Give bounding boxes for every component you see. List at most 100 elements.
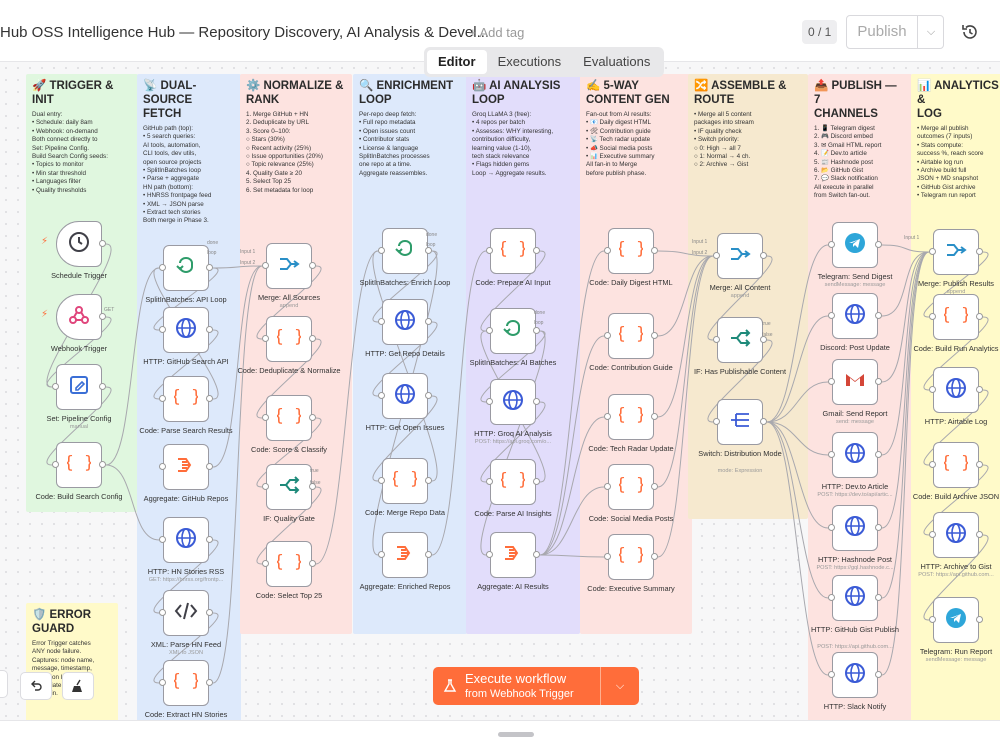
input-port[interactable] <box>828 594 835 601</box>
connection-line[interactable] <box>539 416 605 556</box>
panel-resize-handle[interactable] <box>498 732 534 737</box>
workflow-node[interactable] <box>382 299 428 345</box>
output-port[interactable] <box>309 483 316 490</box>
workflow-node[interactable] <box>382 228 428 274</box>
input-port[interactable] <box>262 560 269 567</box>
chevron-down-icon[interactable]: ⌵ <box>926 26 936 38</box>
connection-line[interactable] <box>212 265 263 468</box>
output-port[interactable] <box>206 536 213 543</box>
input-port[interactable] <box>486 327 493 334</box>
workflow-node[interactable]: { } <box>608 313 654 359</box>
workflow-node[interactable]: { } <box>490 459 536 505</box>
connection-line[interactable] <box>256 417 322 488</box>
connection-line[interactable] <box>480 330 546 556</box>
chevron-down-icon[interactable]: ⌵ <box>615 680 625 692</box>
output-port[interactable] <box>309 560 316 567</box>
output-port[interactable] <box>651 483 658 490</box>
connection-line[interactable] <box>539 335 605 556</box>
workflow-node[interactable] <box>717 233 763 279</box>
connection-line[interactable] <box>539 486 605 556</box>
output-port[interactable] <box>425 392 432 399</box>
workflow-node[interactable] <box>163 245 209 291</box>
connection-line[interactable] <box>256 338 322 419</box>
workflow-node[interactable] <box>382 532 428 578</box>
workflow-node[interactable] <box>832 293 878 339</box>
output-port[interactable] <box>875 594 882 601</box>
connection-line[interactable] <box>881 251 930 383</box>
connection-line[interactable] <box>372 321 438 397</box>
workflow-node[interactable] <box>933 512 979 558</box>
workflow-node[interactable] <box>490 532 536 578</box>
connection-line[interactable] <box>766 421 829 676</box>
output-port[interactable] <box>976 386 983 393</box>
input-port[interactable] <box>828 312 835 319</box>
input-port[interactable] <box>604 483 611 490</box>
workflow-node[interactable]: { } <box>382 458 428 504</box>
workflow-node[interactable] <box>832 432 878 478</box>
workflow-node[interactable] <box>266 243 312 289</box>
workflow-node[interactable] <box>56 364 102 410</box>
output-port[interactable] <box>206 326 213 333</box>
connection-line[interactable] <box>480 250 546 332</box>
workflow-node[interactable] <box>933 367 979 413</box>
publish-label[interactable]: Publish <box>857 23 907 40</box>
input-port[interactable] <box>828 241 835 248</box>
connection-line[interactable] <box>657 250 714 257</box>
connection-line[interactable] <box>766 381 829 423</box>
input-port[interactable] <box>713 418 720 425</box>
connection-line[interactable] <box>923 389 989 466</box>
connection-line[interactable] <box>657 255 714 488</box>
input-port[interactable] <box>159 463 166 470</box>
output-port[interactable] <box>651 413 658 420</box>
output-port[interactable] <box>760 252 767 259</box>
input-port[interactable] <box>929 313 936 320</box>
connection-line[interactable] <box>766 421 829 529</box>
output-port[interactable] <box>875 671 882 678</box>
workflow-node[interactable] <box>56 294 102 340</box>
workflow-node[interactable] <box>717 317 763 363</box>
tidy-up-button[interactable] <box>62 672 94 700</box>
workflow-node[interactable]: { } <box>933 442 979 488</box>
output-port[interactable] <box>309 262 316 269</box>
connection-line[interactable] <box>153 267 219 331</box>
workflow-node[interactable] <box>490 379 536 425</box>
workflow-node[interactable] <box>933 229 979 275</box>
output-port[interactable] <box>976 616 983 623</box>
connection-line[interactable] <box>46 386 112 466</box>
workflow-node[interactable] <box>832 652 878 698</box>
input-port[interactable] <box>262 262 269 269</box>
output-port[interactable] <box>425 318 432 325</box>
output-port[interactable] <box>533 247 540 254</box>
history-icon[interactable] <box>960 22 980 42</box>
connection-line[interactable] <box>881 251 930 456</box>
output-port[interactable] <box>760 336 767 343</box>
workflow-node[interactable]: { } <box>608 228 654 274</box>
input-port[interactable] <box>486 551 493 558</box>
connection-line[interactable] <box>657 255 714 337</box>
connection-line[interactable] <box>881 251 930 599</box>
workflow-node[interactable]: { } <box>163 376 209 422</box>
connection-line[interactable] <box>707 339 773 423</box>
output-port[interactable] <box>651 332 658 339</box>
connection-line[interactable] <box>256 486 322 565</box>
workflow-node[interactable]: { } <box>608 394 654 440</box>
workflow-node[interactable] <box>490 308 536 354</box>
output-port[interactable] <box>976 461 983 468</box>
workflow-node[interactable] <box>163 307 209 353</box>
input-port[interactable] <box>159 264 166 271</box>
undo-button[interactable] <box>20 672 52 700</box>
input-port[interactable] <box>604 247 611 254</box>
connection-line[interactable] <box>766 421 829 599</box>
connection-line[interactable] <box>46 316 112 388</box>
connection-line[interactable] <box>657 255 714 418</box>
workflow-node[interactable] <box>163 517 209 563</box>
output-port[interactable] <box>99 240 106 247</box>
connection-line[interactable] <box>372 395 438 482</box>
connection-line[interactable] <box>539 554 605 558</box>
connection-line[interactable] <box>766 315 829 423</box>
output-port[interactable] <box>533 398 540 405</box>
input-port[interactable] <box>486 247 493 254</box>
connection-line[interactable] <box>923 464 989 536</box>
